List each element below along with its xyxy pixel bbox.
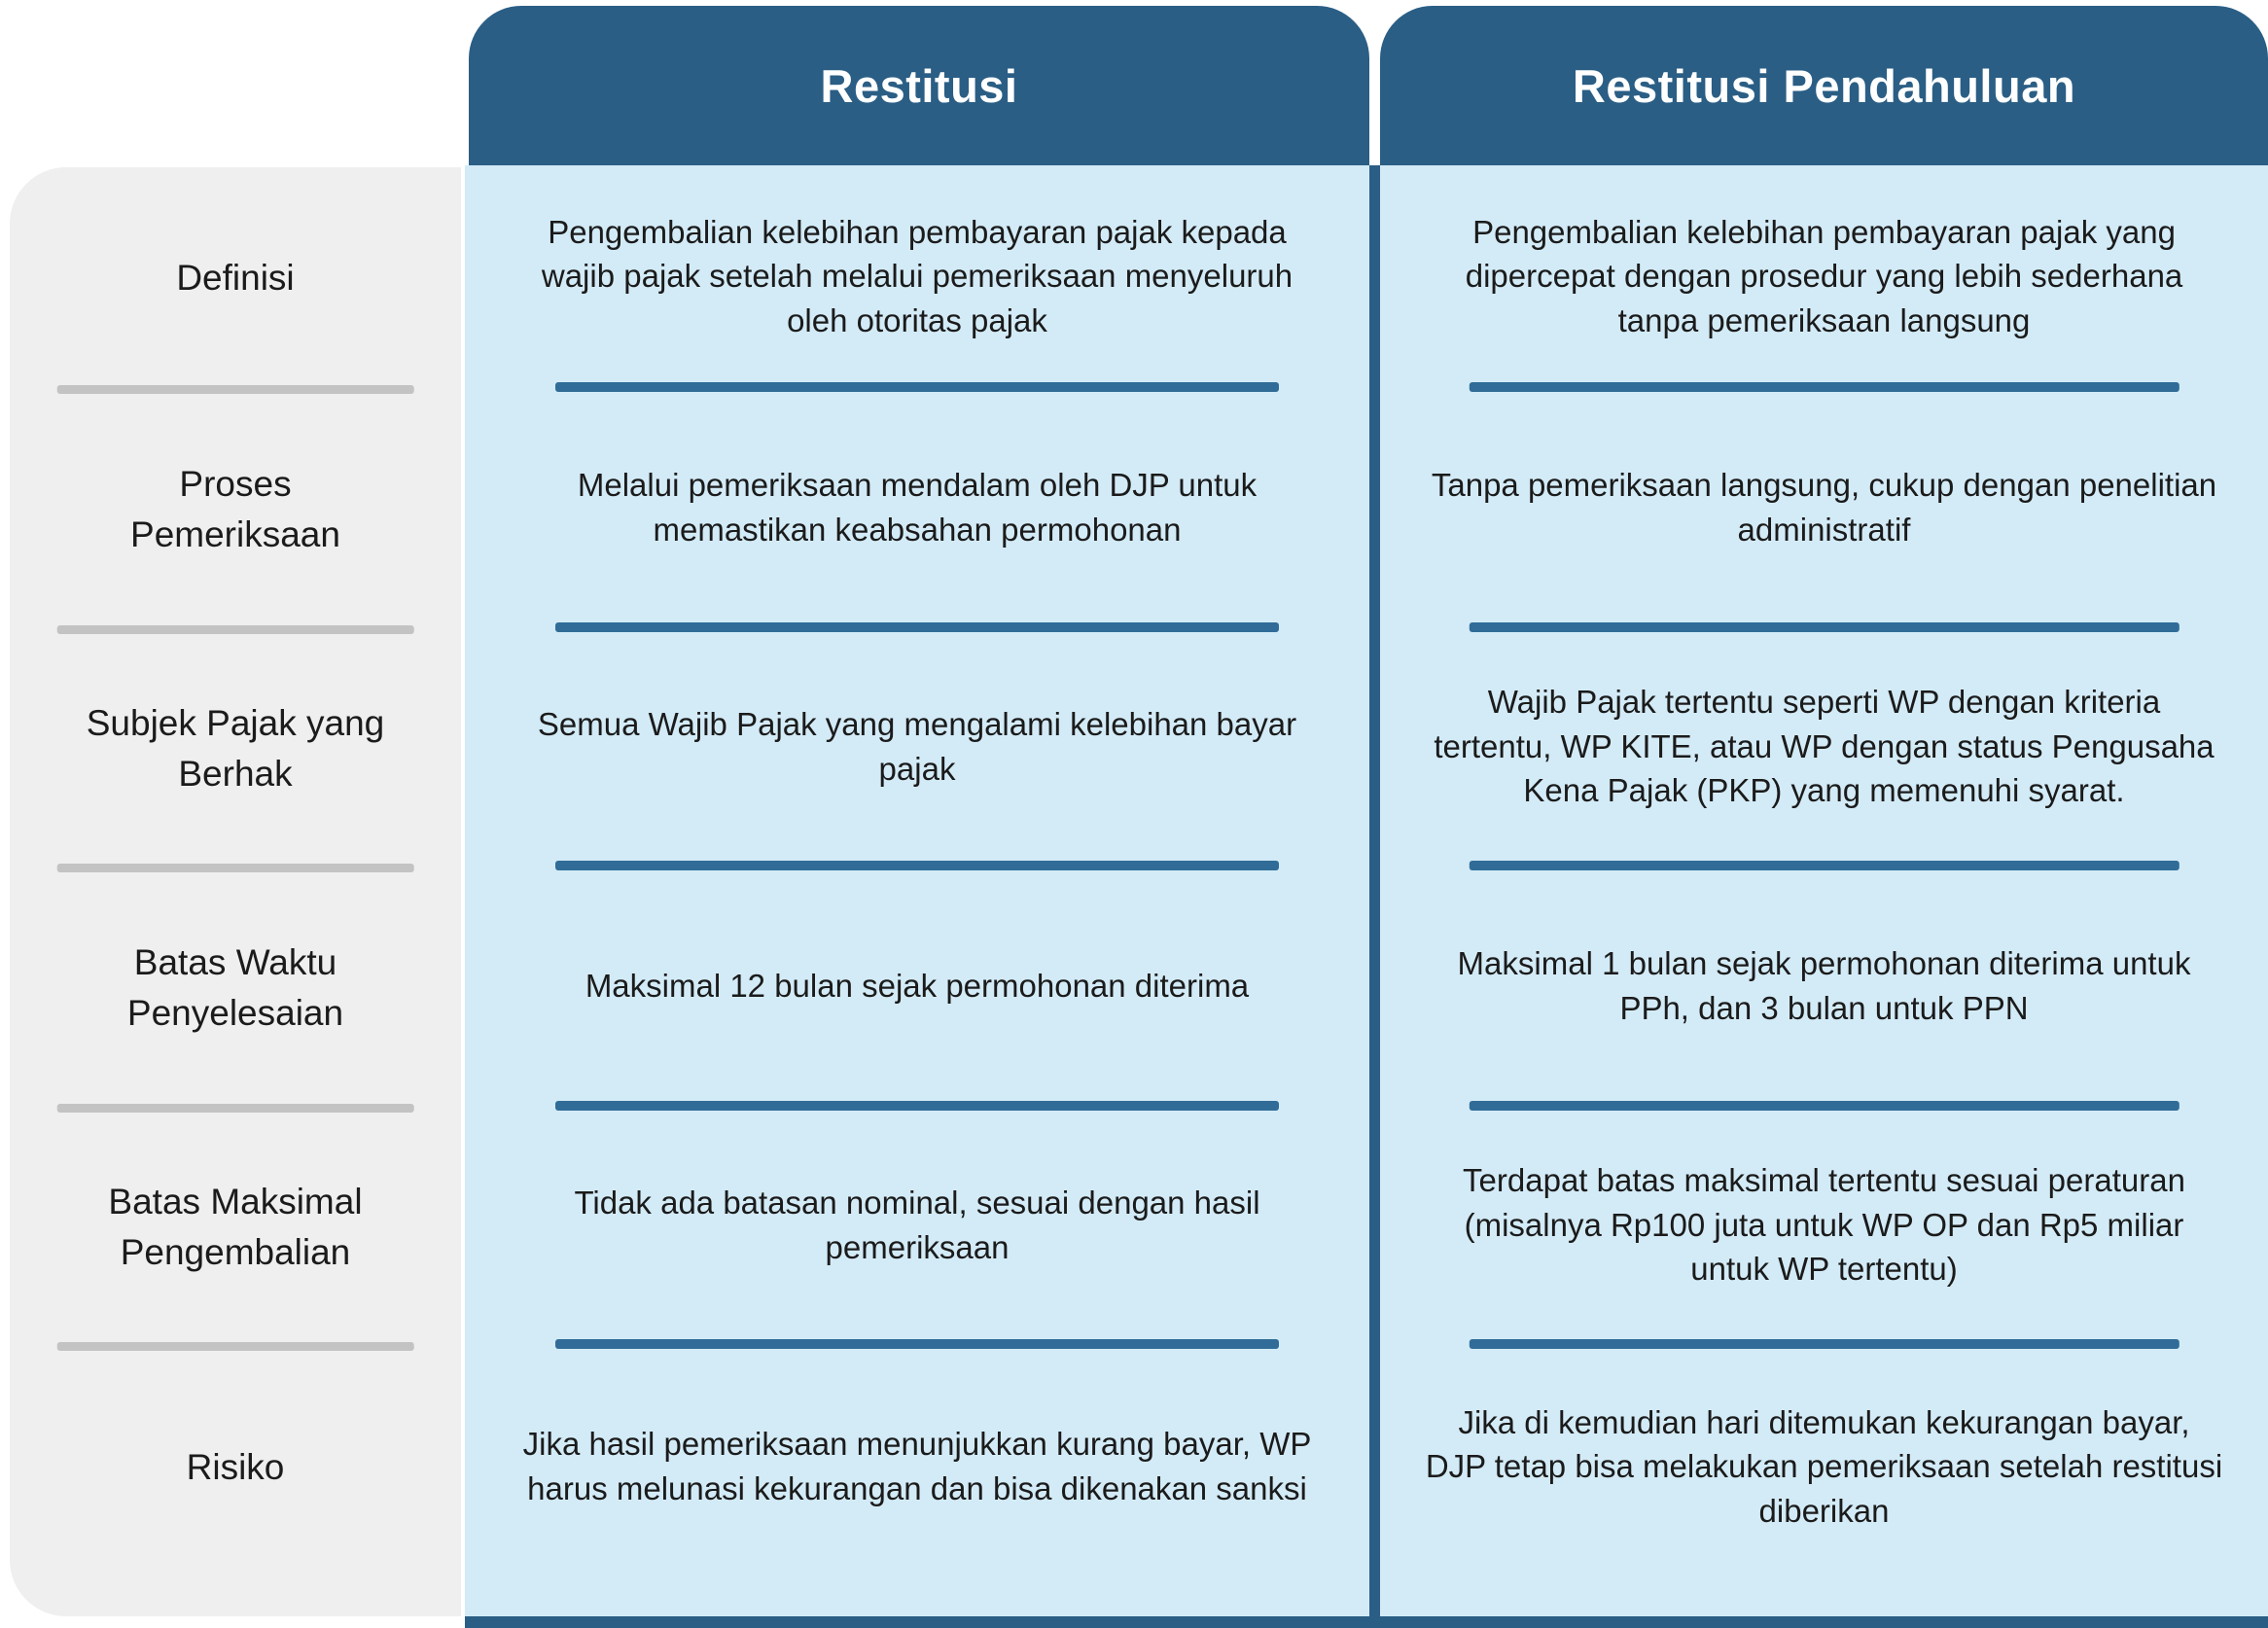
row-divider bbox=[56, 625, 414, 634]
cell-definisi-pendahuluan: Pengembalian kelebihan pembayaran pajak … bbox=[1380, 165, 2268, 392]
column-restitusi-pendahuluan: Pengembalian kelebihan pembayaran pajak … bbox=[1380, 165, 2268, 1616]
cell-subjek-restitusi: Semua Wajib Pajak yang mengalami kelebih… bbox=[465, 627, 1369, 870]
cell-text: Maksimal 12 bulan sejak permohonan diter… bbox=[585, 967, 1250, 1004]
row-label-text: Risiko bbox=[186, 1447, 285, 1488]
cell-text: Tidak ada batasan nominal, sesuai dengan… bbox=[574, 1184, 1260, 1265]
cell-batas-waktu-restitusi: Maksimal 12 bulan sejak permohonan diter… bbox=[465, 866, 1369, 1111]
cell-batas-maksimal-pendahuluan: Terdapat batas maksimal tertentu sesuai … bbox=[1380, 1106, 2268, 1349]
cell-definisi-restitusi: Pengembalian kelebihan pembayaran pajak … bbox=[465, 165, 1369, 392]
cell-text: Jika hasil pemeriksaan menunjukkan kuran… bbox=[522, 1426, 1312, 1506]
row-divider bbox=[555, 622, 1279, 632]
column-separator bbox=[1369, 165, 1380, 1628]
row-divider bbox=[1469, 622, 2179, 632]
row-label-text: Subjek Pajak yang Berhak bbox=[86, 703, 385, 794]
row-label-column: Definisi Proses Pemeriksaan Subjek Pajak… bbox=[10, 167, 461, 1616]
row-label-definisi: Definisi bbox=[10, 167, 461, 394]
column-header-restitusi-title: Restitusi bbox=[820, 59, 1018, 112]
cell-text: Tanpa pemeriksaan langsung, cukup dengan… bbox=[1431, 466, 2217, 548]
cell-proses-pendahuluan: Tanpa pemeriksaan langsung, cukup dengan… bbox=[1380, 387, 2268, 632]
row-divider bbox=[555, 382, 1279, 392]
cell-subjek-pendahuluan: Wajib Pajak tertentu seperti WP dengan k… bbox=[1380, 627, 2268, 870]
row-label-subjek-pajak: Subjek Pajak yang Berhak bbox=[10, 629, 461, 872]
cell-text: Pengembalian kelebihan pembayaran pajak … bbox=[1465, 213, 2183, 338]
row-label-batas-waktu: Batas Waktu Penyelesaian bbox=[10, 867, 461, 1113]
row-label-risiko: Risiko bbox=[10, 1346, 461, 1616]
cell-text: Jika di kemudian hari ditemukan kekurang… bbox=[1425, 1403, 2223, 1529]
bottom-accent-bar bbox=[465, 1616, 2268, 1628]
row-label-proses-pemeriksaan: Proses Pemeriksaan bbox=[10, 389, 461, 634]
row-label-text: Proses Pemeriksaan bbox=[130, 464, 340, 554]
row-divider bbox=[555, 1339, 1279, 1349]
cell-batas-waktu-pendahuluan: Maksimal 1 bulan sejak permohonan diteri… bbox=[1380, 866, 2268, 1111]
row-divider bbox=[555, 861, 1279, 870]
row-divider bbox=[1469, 382, 2179, 392]
row-divider bbox=[1469, 1339, 2179, 1349]
row-label-text: Batas Maksimal Pengembalian bbox=[108, 1182, 363, 1272]
row-divider bbox=[56, 1104, 414, 1113]
column-header-restitusi: Restitusi bbox=[469, 6, 1369, 165]
column-restitusi: Pengembalian kelebihan pembayaran pajak … bbox=[465, 165, 1369, 1616]
cell-text: Semua Wajib Pajak yang mengalami kelebih… bbox=[537, 705, 1297, 787]
cell-batas-maksimal-restitusi: Tidak ada batasan nominal, sesuai dengan… bbox=[465, 1106, 1369, 1349]
cell-proses-restitusi: Melalui pemeriksaan mendalam oleh DJP un… bbox=[465, 387, 1369, 632]
row-divider bbox=[56, 864, 414, 872]
row-divider bbox=[1469, 1101, 2179, 1111]
column-header-restitusi-pendahuluan-title: Restitusi Pendahuluan bbox=[1572, 59, 2076, 112]
cell-text: Terdapat batas maksimal tertentu sesuai … bbox=[1463, 1162, 2185, 1288]
row-divider bbox=[1469, 861, 2179, 870]
cell-text: Pengembalian kelebihan pembayaran pajak … bbox=[541, 213, 1293, 338]
cell-risiko-pendahuluan: Jika di kemudian hari ditemukan kekurang… bbox=[1380, 1344, 2268, 1616]
cell-text: Melalui pemeriksaan mendalam oleh DJP un… bbox=[577, 466, 1258, 548]
row-label-batas-maksimal: Batas Maksimal Pengembalian bbox=[10, 1108, 461, 1351]
row-divider bbox=[56, 385, 414, 394]
row-label-text: Definisi bbox=[176, 258, 295, 299]
cell-text: Maksimal 1 bulan sejak permohonan diteri… bbox=[1457, 944, 2191, 1026]
row-divider bbox=[555, 1101, 1279, 1111]
cell-text: Wajib Pajak tertentu seperti WP dengan k… bbox=[1434, 684, 2215, 809]
row-divider bbox=[56, 1342, 414, 1351]
column-header-restitusi-pendahuluan: Restitusi Pendahuluan bbox=[1380, 6, 2268, 165]
cell-risiko-restitusi: Jika hasil pemeriksaan menunjukkan kuran… bbox=[465, 1344, 1369, 1616]
row-label-text: Batas Waktu Penyelesaian bbox=[126, 942, 344, 1033]
